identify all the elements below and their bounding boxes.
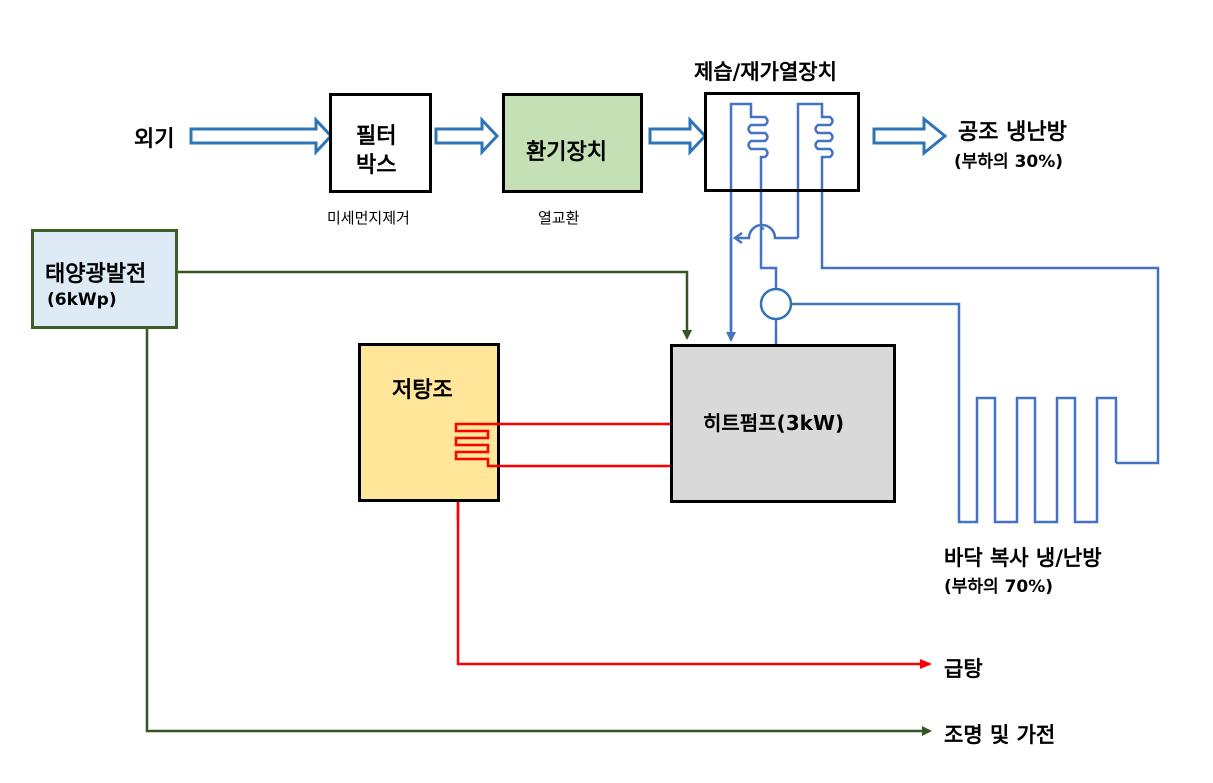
ventilator-label: 환기장치: [526, 140, 607, 165]
solar-label-line2: (6kWp): [47, 290, 117, 310]
filter-box: [329, 93, 432, 193]
dehumid-reheat-box: [704, 92, 860, 192]
air-arrow-outside-to-filter: [189, 116, 334, 156]
dehumid-reheat-label: 제습/재가열장치: [694, 60, 837, 84]
floor-radiant-coil: [957, 396, 1118, 524]
dehumid-coil-left: [729, 102, 769, 340]
floor-radiant-label-line1: 바닥 복사 냉/난방: [944, 546, 1102, 570]
air-arrow-ventilator-to-dehumid: [648, 116, 708, 156]
power-line-to-heatpump: [178, 270, 692, 340]
circulation-pump: [759, 287, 793, 321]
water-pipes: [729, 102, 1160, 524]
power-line-to-lighting: [145, 328, 932, 736]
filter-box-label-line2: 박스: [356, 153, 397, 178]
lighting-appliances-label: 조명 및 가전: [944, 723, 1056, 747]
filter-caption: 미세먼지제거: [327, 209, 410, 227]
heat-pump-box: [670, 344, 896, 503]
pipe-return-hop: [735, 223, 798, 240]
ventilator-caption: 열교환: [538, 209, 580, 227]
storage-tank-box: [358, 343, 500, 502]
solar-box: [31, 229, 178, 329]
dehumid-coil-right: [796, 102, 1160, 465]
storage-tank-label: 저탕조: [392, 378, 453, 403]
pipe-hop-arrow: [732, 231, 743, 245]
solar-label-line1: 태양광발전: [45, 262, 147, 287]
pipe-to-pump: [759, 228, 778, 288]
hot-water-supply-line: [456, 501, 932, 669]
ac-output-label-line2: (부하의 30%): [954, 152, 1064, 172]
floor-radiant-label-line2: (부하의 70%): [944, 577, 1054, 597]
ventilator-box: [502, 93, 643, 193]
filter-box-label-line1: 필터: [356, 124, 397, 149]
air-arrow-filter-to-ventilator: [434, 116, 500, 156]
pipe-pump-to-floor: [792, 302, 961, 463]
ac-output-label-line1: 공조 냉난방: [958, 120, 1067, 145]
air-arrow-dehumid-to-ac: [872, 115, 948, 157]
hot-water-label: 급탕: [944, 657, 983, 681]
outside-air-label: 외기: [134, 127, 175, 152]
heat-pump-label: 히트펌프(3kW): [703, 411, 845, 435]
